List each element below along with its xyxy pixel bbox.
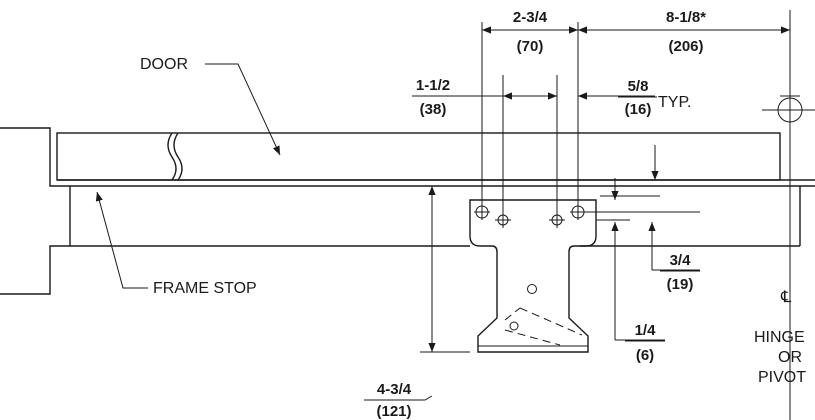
closer-bracket xyxy=(469,199,597,353)
dim-8-1-8: 8-1/8* xyxy=(666,9,706,26)
dimension-lines xyxy=(420,26,800,352)
frame-stop-label: FRAME STOP xyxy=(153,280,257,297)
mounting-holes xyxy=(474,204,586,228)
fraction-bars xyxy=(364,95,700,401)
dim-70mm: (70) xyxy=(517,38,544,55)
or-label: OR xyxy=(778,349,802,366)
pivot-crosshair-icon xyxy=(762,85,815,135)
hinge-label: HINGE xyxy=(754,329,805,346)
centerline-icon: ℄ xyxy=(780,289,792,306)
pivot-label: PIVOT xyxy=(758,369,806,386)
typ-label: TYP. xyxy=(658,94,692,111)
dim-16mm: (16) xyxy=(625,101,652,118)
dim-38mm: (38) xyxy=(420,101,447,118)
frame-left xyxy=(0,127,815,295)
dim-3-4: 3/4 xyxy=(670,252,692,269)
door-label: DOOR xyxy=(140,56,188,73)
dim-1-4: 1/4 xyxy=(635,322,657,339)
leaders xyxy=(95,63,281,289)
dim-206mm: (206) xyxy=(668,38,703,55)
frame-stop xyxy=(70,186,801,247)
dim-4-3-4: 4-3/4 xyxy=(377,381,412,398)
dim-6mm: (6) xyxy=(636,347,654,364)
dim-2-3-4: 2-3/4 xyxy=(513,9,548,26)
dim-19mm: (19) xyxy=(667,276,694,293)
dim-1-1-2: 1-1/2 xyxy=(416,77,450,94)
door-body xyxy=(56,132,815,181)
extension-lines xyxy=(420,10,791,420)
dim-5-8: 5/8 xyxy=(628,78,649,95)
dim-121mm: (121) xyxy=(376,403,411,420)
